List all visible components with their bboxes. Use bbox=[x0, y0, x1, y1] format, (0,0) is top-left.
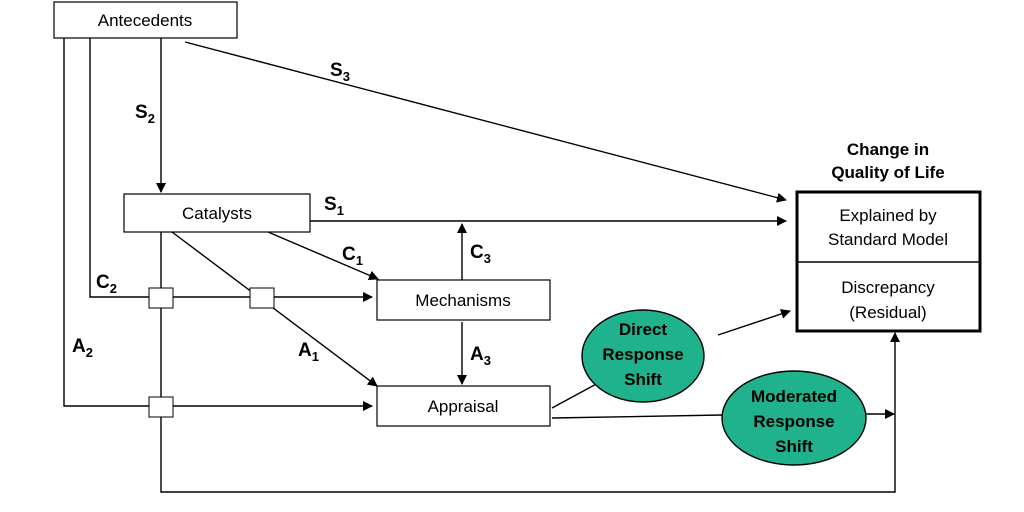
node-antecedents: Antecedents bbox=[53, 1, 238, 39]
explained-line1: Explained by bbox=[839, 206, 937, 225]
edge-s3 bbox=[184, 41, 787, 203]
path-labels: S3 S2 S1 C1 C3 C2 A2 A1 A3 bbox=[72, 60, 491, 368]
edge-appraisal-to-moderated-shift bbox=[551, 414, 723, 419]
edge-a2 bbox=[63, 38, 373, 411]
edge-a1 bbox=[171, 231, 378, 387]
oval-direct-response-shift: Direct Response Shift bbox=[581, 309, 705, 403]
crossing-jump bbox=[148, 287, 174, 309]
discrepancy-line1: Discrepancy bbox=[841, 278, 935, 297]
direct-line3: Shift bbox=[624, 370, 662, 389]
direct-line2: Response bbox=[602, 345, 683, 364]
qol-title-line1: Change in bbox=[847, 140, 929, 159]
edges bbox=[63, 38, 900, 493]
path-label-c2: C2 bbox=[96, 272, 117, 296]
path-label-c3: C3 bbox=[470, 242, 491, 266]
oval-moderated-response-shift: Moderated Response Shift bbox=[721, 370, 867, 466]
path-label-s2: S2 bbox=[135, 102, 155, 126]
path-label-s3: S3 bbox=[330, 60, 350, 84]
moderated-line1: Moderated bbox=[751, 387, 837, 406]
qol-title-line2: Quality of Life bbox=[831, 163, 944, 182]
node-mechanisms: Mechanisms bbox=[376, 279, 551, 321]
explained-line2: Standard Model bbox=[828, 230, 948, 249]
path-label-c1: C1 bbox=[342, 244, 363, 268]
node-appraisal: Appraisal bbox=[376, 385, 551, 427]
discrepancy-line2: (Residual) bbox=[849, 303, 926, 322]
mechanisms-label: Mechanisms bbox=[415, 291, 510, 310]
moderated-line2: Response bbox=[753, 412, 834, 431]
edge-appraisal-to-direct-shift bbox=[551, 381, 601, 409]
edge-direct-shift-to-qol bbox=[717, 309, 791, 336]
crossing-jump bbox=[249, 287, 275, 309]
edge-catalysts-to-discrepancy bbox=[160, 232, 900, 493]
appraisal-label: Appraisal bbox=[428, 397, 499, 416]
edge-c1 bbox=[267, 231, 379, 281]
catalysts-label: Catalysts bbox=[182, 204, 252, 223]
node-quality-of-life: Change in Quality of Life Explained by S… bbox=[795, 140, 982, 333]
moderated-line3: Shift bbox=[775, 437, 813, 456]
node-catalysts: Catalysts bbox=[123, 193, 311, 233]
path-label-a2: A2 bbox=[72, 336, 93, 360]
path-label-a3: A3 bbox=[470, 344, 491, 368]
edge-c2 bbox=[89, 38, 373, 302]
crossing-jump bbox=[148, 396, 174, 418]
path-label-s1: S1 bbox=[324, 194, 344, 218]
antecedents-label: Antecedents bbox=[98, 11, 193, 30]
direct-line1: Direct bbox=[619, 320, 668, 339]
path-label-a1: A1 bbox=[298, 340, 319, 364]
